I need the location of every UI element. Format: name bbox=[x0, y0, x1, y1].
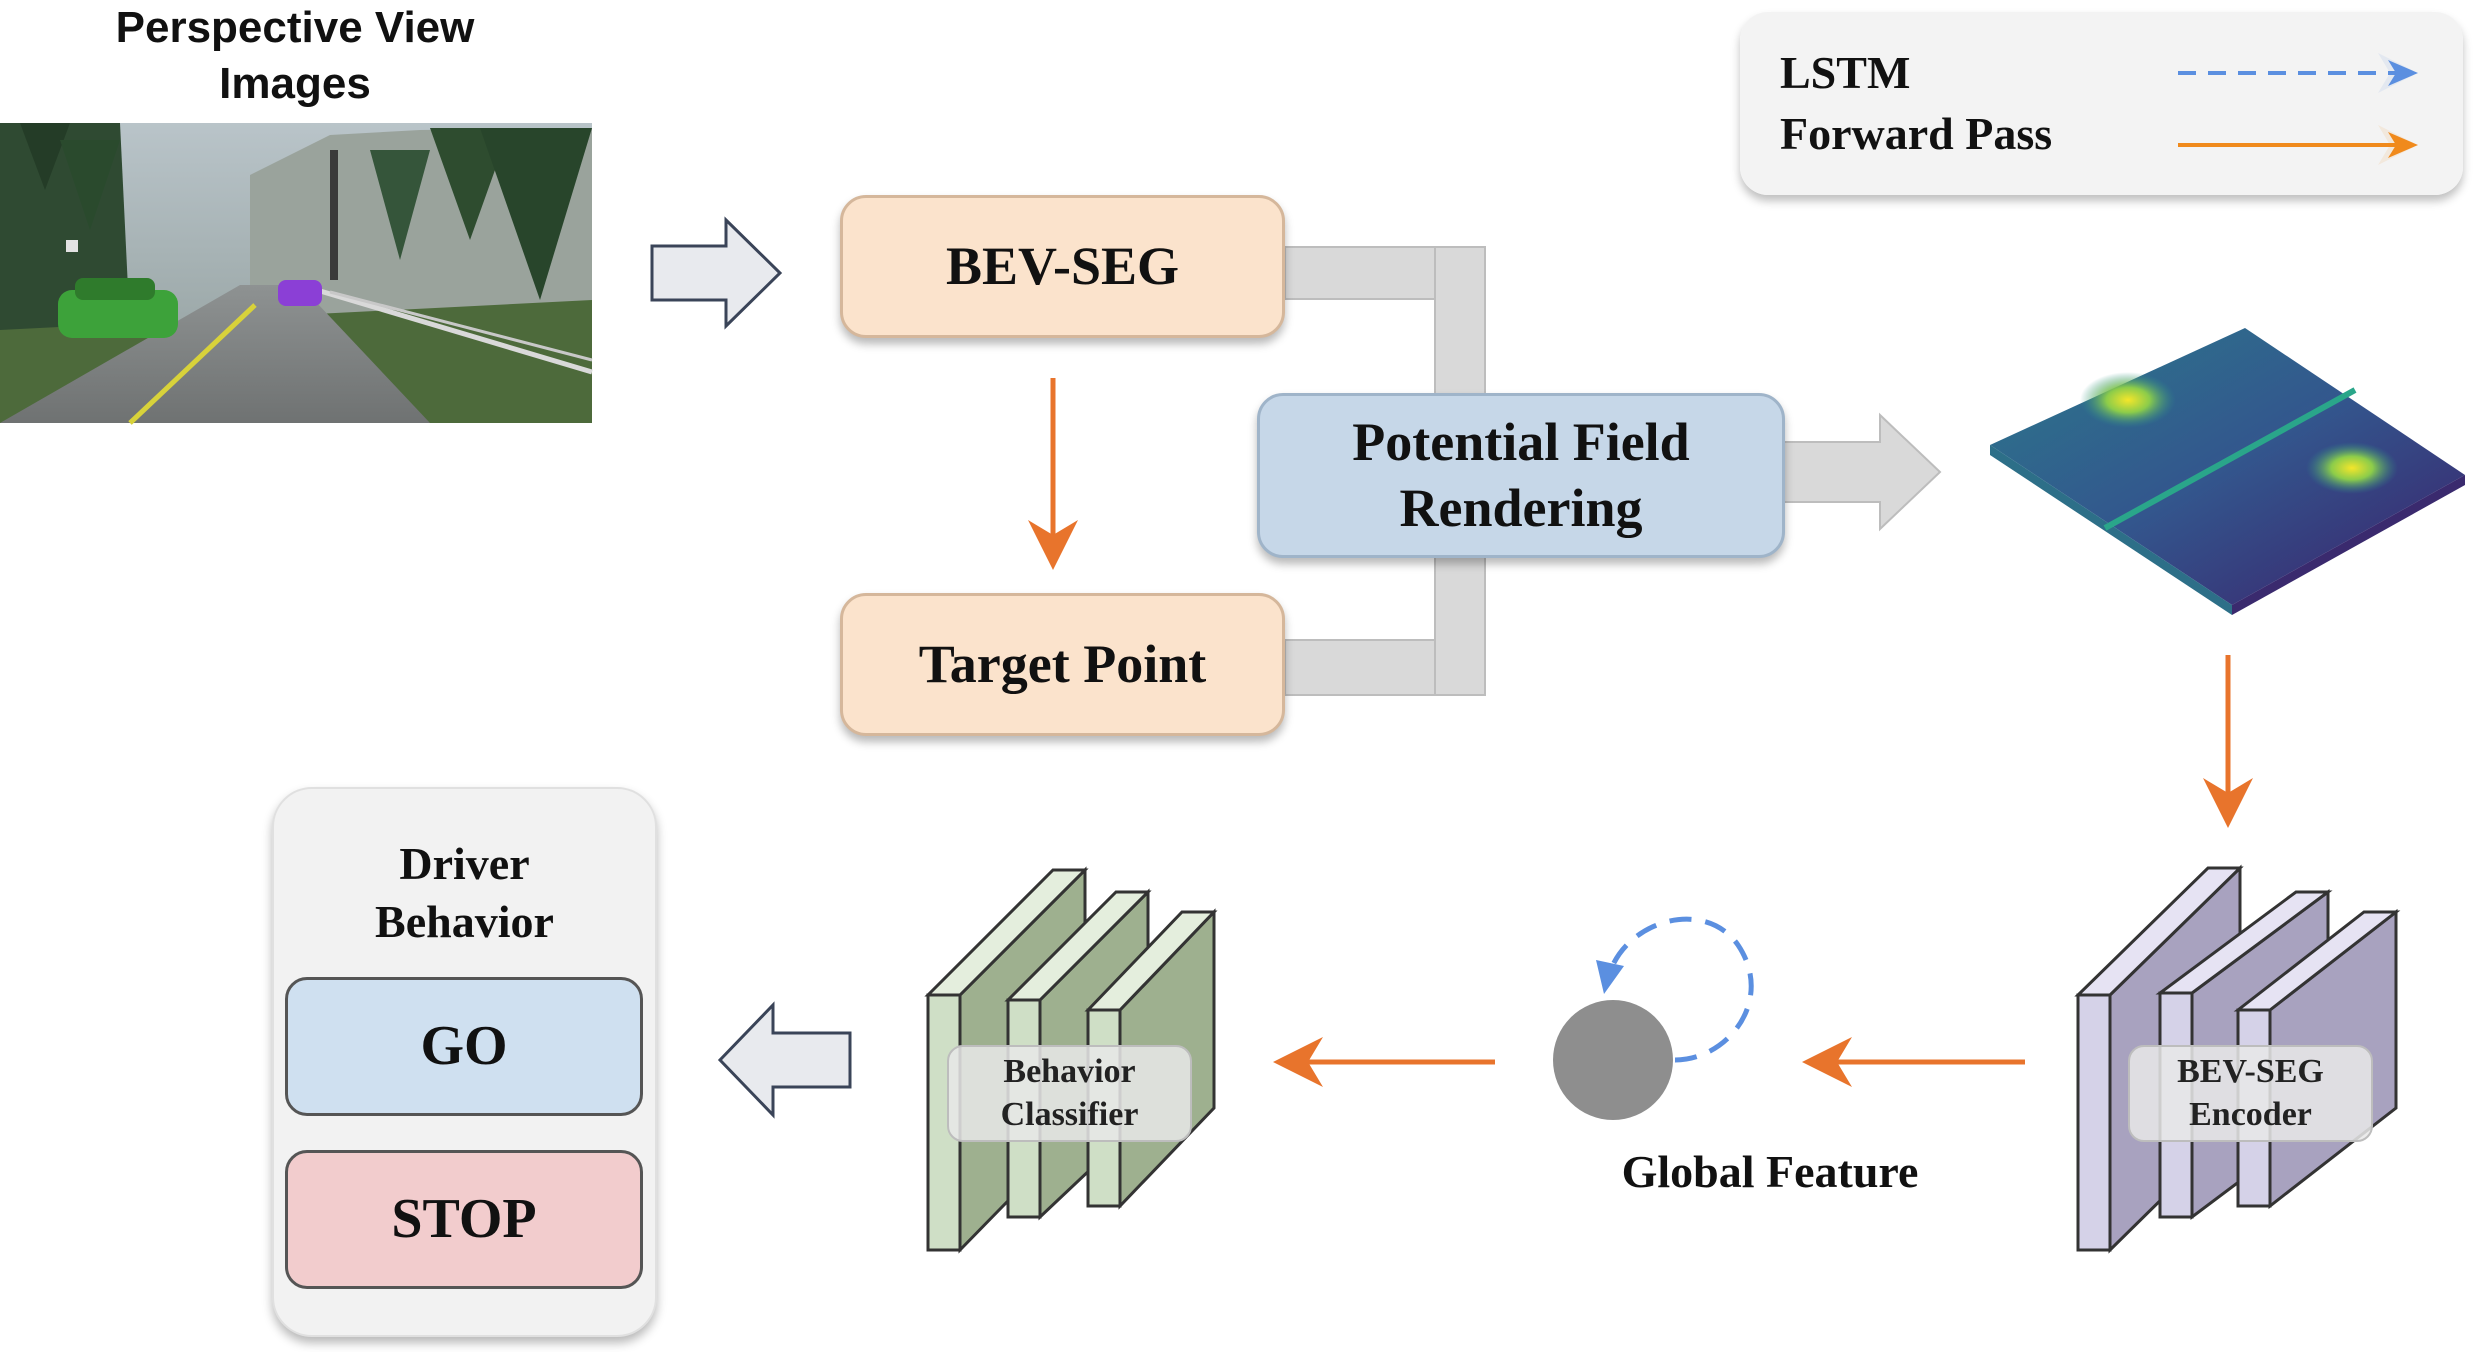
encoder-label-line2: Encoder bbox=[2189, 1095, 2312, 1133]
classifier-label-line2: Classifier bbox=[1000, 1095, 1139, 1133]
target-point-box: Target Point bbox=[840, 593, 1285, 736]
hollow-arrow-to-output bbox=[717, 1001, 852, 1119]
lstm-loop-arrowhead bbox=[1596, 960, 1624, 994]
driver-behavior-title: Driver Behavior bbox=[272, 835, 657, 951]
potential-field-surface bbox=[1990, 328, 2465, 615]
driver-behavior-title-line1: Driver bbox=[399, 838, 530, 889]
gray-connector-target-point bbox=[1284, 554, 1486, 696]
bev-seg-box: BEV-SEG bbox=[840, 195, 1285, 338]
bev-seg-encoder-tag: BEV-SEG Encoder bbox=[2128, 1045, 2373, 1142]
go-label: GO bbox=[420, 1015, 508, 1078]
bev-seg-label: BEV-SEG bbox=[945, 235, 1180, 296]
input-title-line1: Perspective View bbox=[115, 3, 475, 52]
behavior-classifier-tag: Behavior Classifier bbox=[947, 1045, 1192, 1142]
potential-field-rendering-box: Potential Field Rendering bbox=[1257, 393, 1785, 558]
perspective-view-image bbox=[0, 123, 593, 425]
target-point-label: Target Point bbox=[918, 633, 1207, 694]
encoder-label-line1: BEV-SEG bbox=[2177, 1053, 2324, 1090]
hollow-arrow-to-bev-seg bbox=[650, 216, 783, 330]
global-feature-label: Global Feature bbox=[1621, 1146, 1919, 1197]
stop-label: STOP bbox=[391, 1188, 537, 1251]
global-feature-node bbox=[1553, 1000, 1673, 1120]
classifier-label-line1: Behavior bbox=[1003, 1053, 1136, 1090]
go-box: GO bbox=[285, 977, 643, 1116]
legend-lstm-label: LSTM bbox=[1780, 47, 1911, 98]
lstm-loop-arrow bbox=[1607, 916, 1754, 1063]
legend-forward-label: Forward Pass bbox=[1780, 108, 2053, 159]
potential-field-label-line1: Potential Field bbox=[1352, 411, 1690, 472]
legend-panel bbox=[1740, 12, 2463, 195]
gray-connector-bev-seg bbox=[1284, 246, 1486, 398]
gray-arrow-to-field bbox=[1779, 412, 1942, 532]
input-title-line2: Images bbox=[219, 59, 371, 108]
stop-box: STOP bbox=[285, 1150, 643, 1289]
driver-behavior-title-line2: Behavior bbox=[375, 896, 554, 947]
potential-field-label-line2: Rendering bbox=[1399, 477, 1643, 538]
